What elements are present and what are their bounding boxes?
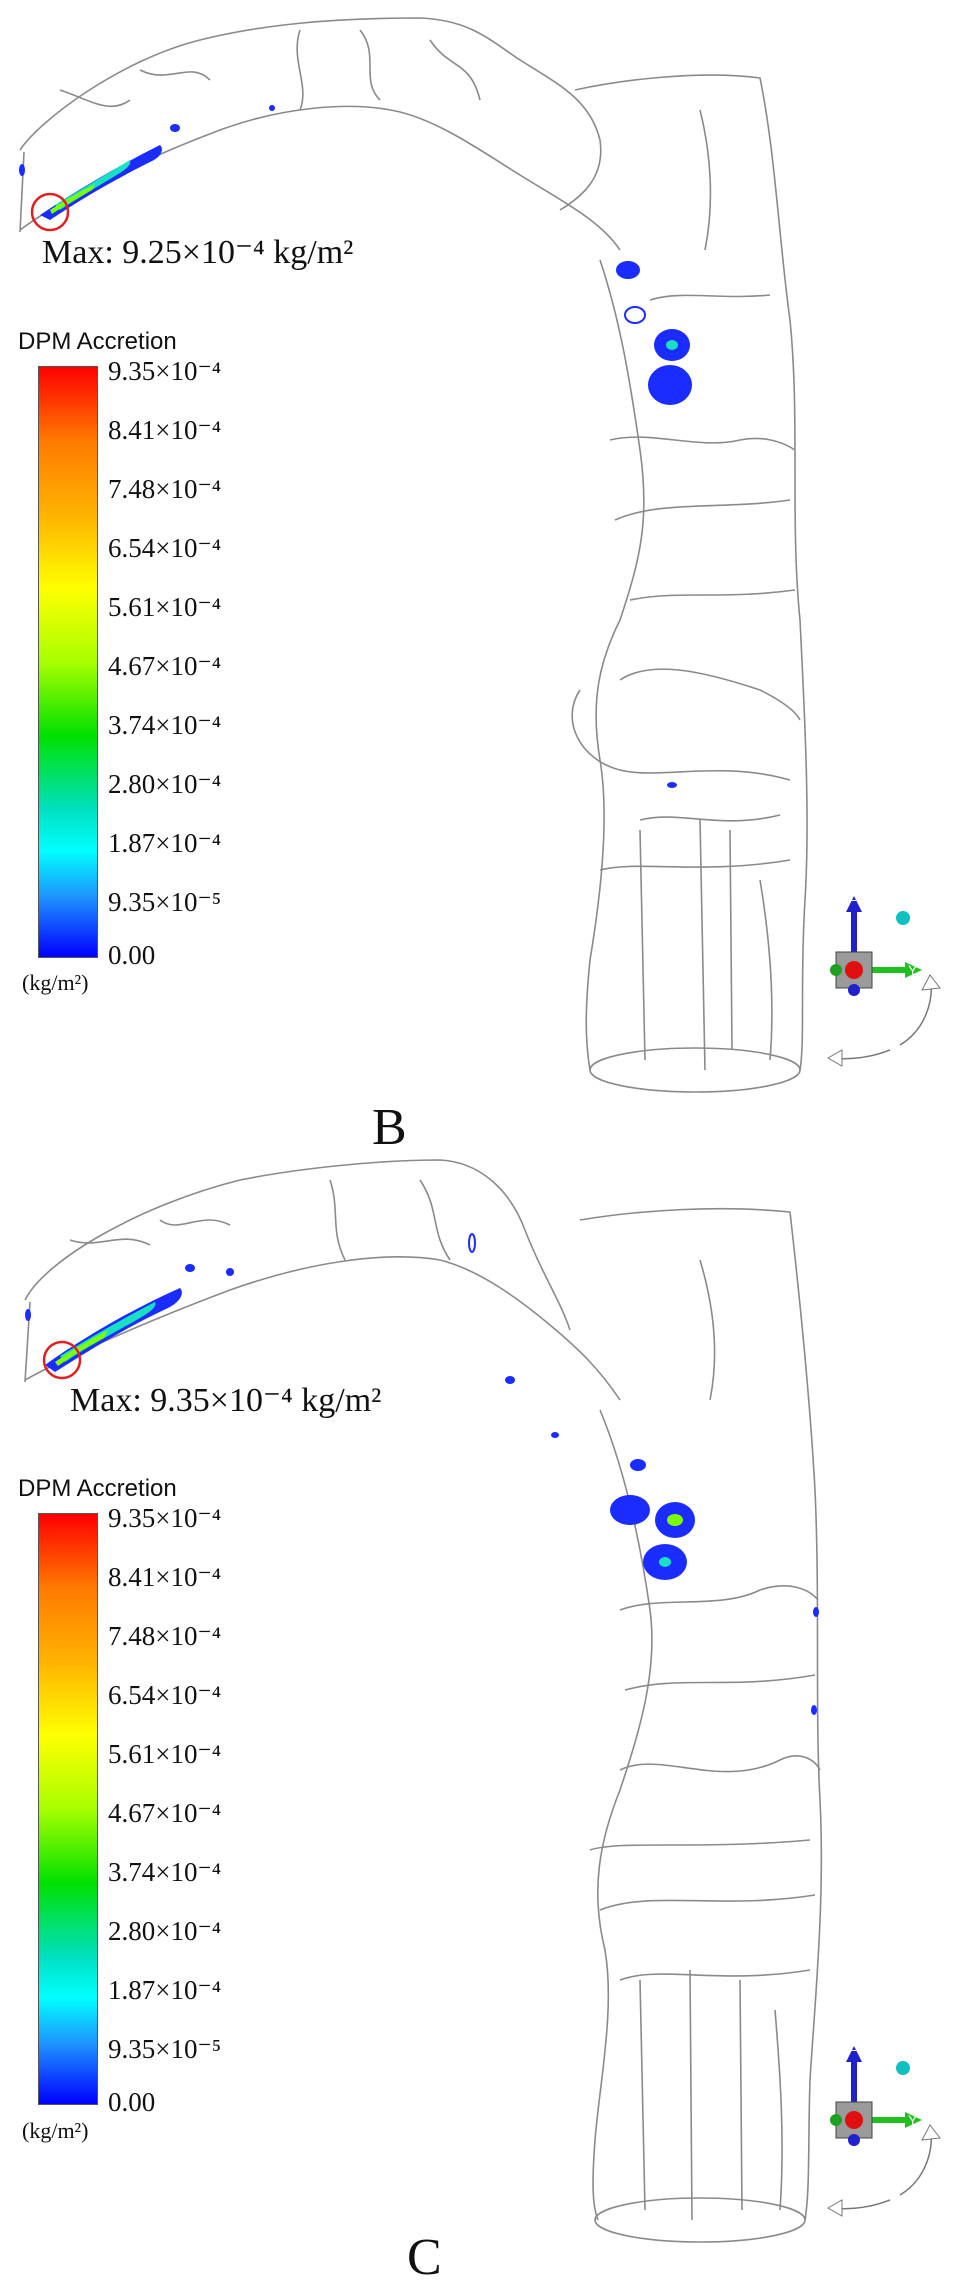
tick-label: 9.35×10⁻⁵ [108,2034,222,2064]
color-scale-bar [38,366,98,958]
tick-label: 2.80×10⁻⁴ [108,1916,222,1946]
unit-label: (kg/m²) [22,970,89,995]
unit-label: (kg/m²) [22,2118,89,2143]
tick-label: 5.61×10⁻⁴ [108,1739,222,1769]
axis-z-label: Z [848,2038,857,2054]
tick-label: 4.67×10⁻⁴ [108,651,222,681]
tick-label: 3.74×10⁻⁴ [108,710,222,740]
legend-title: DPM Accretion [18,1475,177,1502]
tick-label: 6.54×10⁻⁴ [108,1680,222,1710]
tick-label: 9.35×10⁻⁴ [108,1503,222,1533]
tick-label: 9.35×10⁻⁵ [108,887,222,917]
tick-label: 3.74×10⁻⁴ [108,1857,222,1887]
tick-label: 6.54×10⁻⁴ [108,533,222,563]
tick-label: 4.67×10⁻⁴ [108,1798,222,1828]
orientation-triad [826,896,941,1067]
color-scale-bar [38,1513,98,2105]
tick-label: 0.00 [108,2087,156,2117]
tick-label: 1.87×10⁻⁴ [108,1975,222,2005]
tick-label: 7.48×10⁻⁴ [108,1621,222,1651]
max-location-marker [42,1340,82,1380]
axis-y-label: Y [908,2112,918,2128]
max-value-label: Max: 9.35×10⁻⁴ kg/m² [70,1382,382,1419]
airway-geometry-c [24,1159,941,2243]
max-location-marker [30,192,70,232]
tick-label: 1.87×10⁻⁴ [108,828,222,858]
deposit-spots [25,1233,819,1715]
deposit-spots [19,105,692,788]
tick-label: 0.00 [108,940,156,970]
tick-label: 5.61×10⁻⁴ [108,592,222,622]
tick-label: 8.41×10⁻⁴ [108,1562,222,1592]
tick-label: 7.48×10⁻⁴ [108,474,222,504]
panel-c: Z Y Max: 9.35×10⁻⁴ kg/m² DPM Accretion 9… [0,1150,962,2290]
tick-label: 9.35×10⁻⁴ [108,356,222,386]
max-value-label: Max: 9.25×10⁻⁴ kg/m² [42,234,354,271]
tick-label: 8.41×10⁻⁴ [108,415,222,445]
panel-b: Z Y Max: 9.25×10⁻⁴ kg/m² DPM Accretion 9… [0,0,962,1156]
axis-z-label: Z [848,888,857,904]
panel-label-c: C [407,2229,442,2286]
axis-y-label: Y [908,962,918,978]
orientation-triad [826,2046,941,2217]
panel-label-b: B [372,1099,407,1156]
legend-title: DPM Accretion [18,328,177,355]
tick-label: 2.80×10⁻⁴ [108,769,222,799]
airway-geometry-b [19,17,941,1093]
